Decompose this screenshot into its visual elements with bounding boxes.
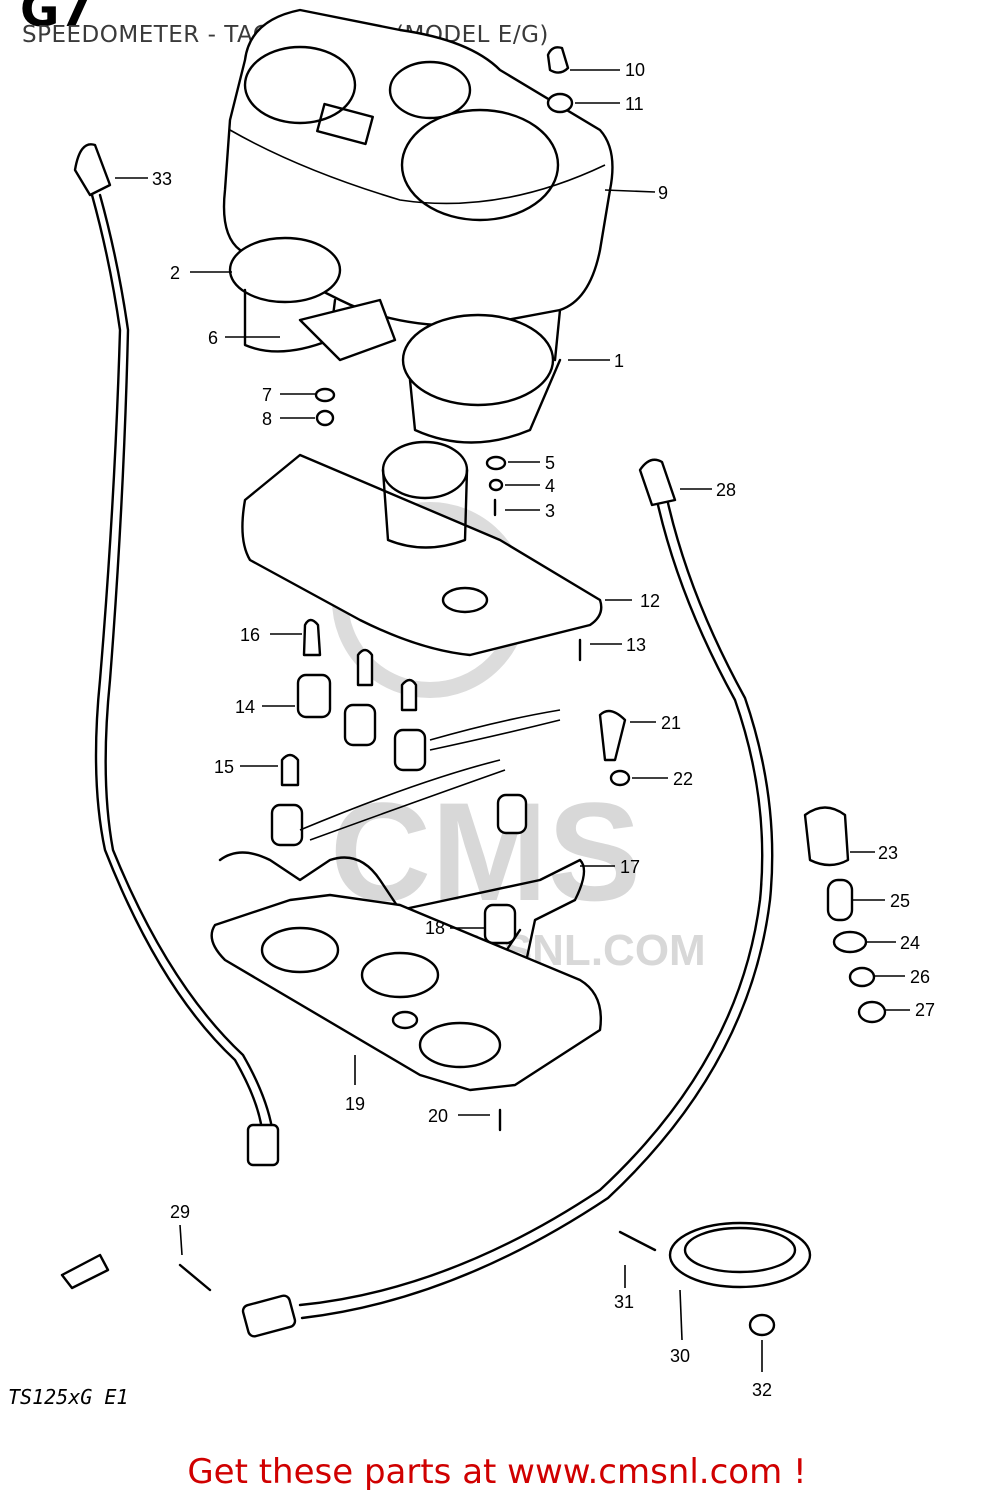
washer xyxy=(314,387,336,403)
callout-12: 12 xyxy=(640,591,660,611)
callout-32: 32 xyxy=(752,1380,772,1400)
nut-27 xyxy=(857,1000,887,1024)
callout-17: 17 xyxy=(620,857,640,877)
callout-5: 5 xyxy=(545,453,555,473)
cable-clamp-30 xyxy=(668,1221,812,1289)
callout-leaders xyxy=(115,69,910,1372)
bolt-31 xyxy=(618,1230,657,1252)
callout-7: 7 xyxy=(262,385,272,405)
callout-10: 10 xyxy=(625,60,645,80)
callout-28: 28 xyxy=(716,480,736,500)
diagram-id-mark: G7 xyxy=(20,0,93,38)
grommet-22 xyxy=(609,769,631,787)
terminal-21 xyxy=(598,709,627,762)
callout-13: 13 xyxy=(626,635,646,655)
wiring-harness xyxy=(299,709,561,841)
callout-26: 26 xyxy=(910,967,930,987)
callout-8: 8 xyxy=(262,409,272,429)
callout-19: 19 xyxy=(345,1094,365,1114)
callout-20: 20 xyxy=(428,1106,448,1126)
callout-1: 1 xyxy=(614,351,624,371)
washer-5 xyxy=(485,455,507,471)
callout-15: 15 xyxy=(214,757,234,777)
front-arrow-icon xyxy=(60,1253,110,1290)
promo-link[interactable]: Get these parts at www.cmsnl.com ! xyxy=(187,1452,807,1492)
bushing-25 xyxy=(826,878,854,922)
callout-21: 21 xyxy=(661,713,681,733)
lockwasher-26 xyxy=(848,966,876,988)
nut-32 xyxy=(748,1313,776,1337)
callout-30: 30 xyxy=(670,1346,690,1366)
callout-4: 4 xyxy=(545,476,555,496)
speedometer-unit xyxy=(401,308,562,444)
callout-25: 25 xyxy=(890,891,910,911)
callout-6: 6 xyxy=(208,328,218,348)
bulbs-and-sockets xyxy=(270,618,528,945)
cable-boot-23 xyxy=(803,806,850,867)
model-code: TS125xG E1 xyxy=(8,1385,129,1409)
callout-14: 14 xyxy=(235,697,255,717)
washer-24 xyxy=(832,930,868,954)
knob-grommet xyxy=(546,92,574,114)
callout-9: 9 xyxy=(658,183,668,203)
callout-16: 16 xyxy=(240,625,260,645)
indicator-bracket xyxy=(298,298,397,362)
callout-18: 18 xyxy=(425,918,445,938)
callout-22: 22 xyxy=(673,769,693,789)
callout-11: 11 xyxy=(625,94,644,114)
lockwasher-4 xyxy=(488,478,504,492)
tachometer-cable xyxy=(241,458,774,1338)
bolt-29 xyxy=(178,1263,212,1292)
callout-23: 23 xyxy=(878,843,898,863)
nut xyxy=(315,409,335,427)
speedometer-cable xyxy=(73,143,280,1167)
callout-29: 29 xyxy=(170,1202,190,1222)
lower-cover xyxy=(210,893,602,1092)
callout-31: 31 xyxy=(614,1292,634,1312)
callout-3: 3 xyxy=(545,501,555,521)
meter-lower-case xyxy=(241,440,603,657)
callout-33: 33 xyxy=(152,169,172,189)
callout-2: 2 xyxy=(170,263,180,283)
callout-24: 24 xyxy=(900,933,920,953)
callout-27: 27 xyxy=(915,1000,935,1020)
trip-knob xyxy=(546,46,570,74)
